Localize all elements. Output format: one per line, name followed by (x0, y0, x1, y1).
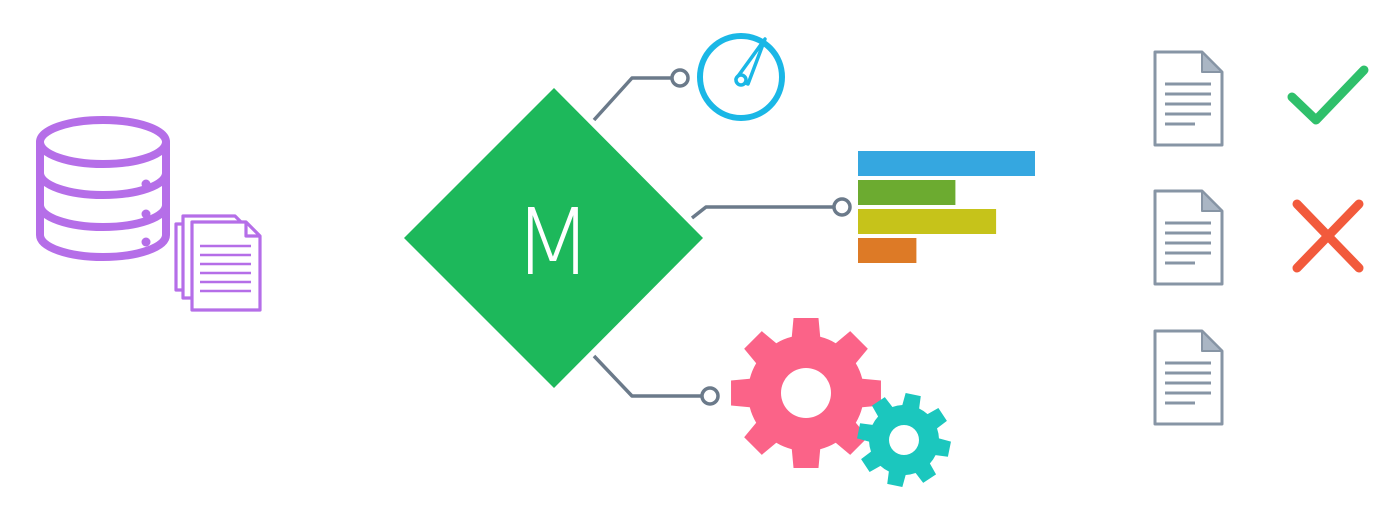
database-icon (36, 116, 170, 261)
connector-to-speedometer (592, 76, 672, 122)
result-list (1153, 50, 1369, 426)
gears-icon (731, 318, 951, 487)
bar-2 (858, 180, 956, 205)
document-icon (1153, 329, 1224, 426)
bar-4 (858, 238, 917, 263)
file-stack-icon (174, 214, 262, 312)
bar-3 (858, 209, 997, 234)
database-indicator-dots (141, 179, 151, 247)
document-icon (1153, 50, 1224, 147)
model-diamond: M (404, 88, 703, 388)
model-letter: M (513, 189, 592, 296)
document-icon (1153, 189, 1224, 286)
speedometer-icon (697, 33, 785, 121)
connector-lines (592, 76, 834, 398)
gear-large (731, 318, 881, 468)
bar-1 (858, 151, 1035, 176)
connector-to-gears (592, 354, 702, 398)
connector-endpoints (670, 68, 852, 406)
cross-icon (1292, 199, 1364, 273)
bar-chart-icon (858, 151, 1035, 263)
gear-small (857, 393, 951, 487)
check-icon (1287, 65, 1369, 125)
connector-to-bar-chart (690, 205, 834, 220)
